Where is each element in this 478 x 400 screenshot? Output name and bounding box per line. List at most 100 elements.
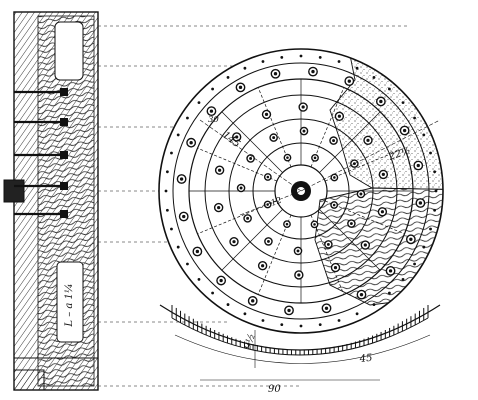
rim-rivet xyxy=(170,227,173,231)
bolt-core xyxy=(313,156,317,160)
bolt-core xyxy=(388,269,393,273)
bolt-core xyxy=(218,168,222,172)
rim-rivet xyxy=(243,66,247,70)
bolt-core xyxy=(324,306,329,310)
bolt-core xyxy=(273,72,278,76)
bolt-core xyxy=(264,112,269,117)
rim-rivet xyxy=(176,245,180,249)
bolt-core xyxy=(209,109,214,113)
bolt-core xyxy=(232,240,236,244)
bolt-core xyxy=(296,249,300,253)
rim-rivet xyxy=(413,116,416,120)
section-bolt-nut xyxy=(60,118,68,126)
bolt-core xyxy=(337,114,341,118)
rim-rivet xyxy=(355,66,359,70)
bolt-core xyxy=(379,99,383,104)
upper-block xyxy=(54,21,84,81)
bolt-core xyxy=(402,128,407,133)
gear-ring xyxy=(159,304,441,356)
rim-rivet xyxy=(197,101,201,104)
dim-face-width: 9½ xyxy=(242,332,257,351)
rim-rivet xyxy=(388,87,391,91)
sector-line xyxy=(221,209,283,271)
bolt-core xyxy=(239,186,243,190)
rim-rivet xyxy=(176,133,180,137)
bolt-core xyxy=(267,239,270,243)
rim-rivet xyxy=(355,312,359,316)
bolt-core xyxy=(380,210,384,214)
bolt-core xyxy=(349,222,353,225)
sector-line xyxy=(197,200,278,235)
bolt-core xyxy=(219,278,223,283)
section-bolt-nut xyxy=(60,88,68,96)
bolt-core xyxy=(189,141,193,145)
rim-rivet xyxy=(388,291,391,295)
rim-rivet xyxy=(165,170,169,174)
section-hub-spindle xyxy=(3,179,25,203)
rim-rivet xyxy=(197,278,201,281)
rim-rivet xyxy=(165,208,169,212)
section-mark-label: L – a 1¼ xyxy=(64,283,75,327)
bolt-core xyxy=(272,136,276,140)
section-bolts xyxy=(14,88,68,218)
bolt-core xyxy=(251,299,255,303)
rim-rivet xyxy=(413,262,416,266)
bolt-core xyxy=(418,201,423,205)
section-foot xyxy=(13,369,45,391)
bolt-core xyxy=(286,156,289,159)
rim-rivet xyxy=(337,319,341,322)
rim-rivets xyxy=(164,54,438,328)
bolt-core xyxy=(416,163,420,168)
bolt-core xyxy=(238,85,243,90)
bolt-core xyxy=(313,223,316,226)
rim-rivet xyxy=(318,55,322,59)
section-elevation: L – a 1¼ xyxy=(3,11,99,391)
rim-rivet xyxy=(429,151,432,155)
rim-rivet xyxy=(226,76,230,79)
bolt-core xyxy=(326,242,330,246)
dim-segment-length: 45 xyxy=(358,353,373,365)
sector-line xyxy=(310,87,345,168)
bolt-core xyxy=(182,214,186,219)
sector-line xyxy=(324,147,405,182)
rim-rivet xyxy=(261,319,265,322)
rim-rivet xyxy=(280,55,284,59)
rim-rivet xyxy=(226,303,230,306)
rim-rivet xyxy=(422,133,426,137)
bolt-core xyxy=(301,105,305,109)
rim-rivet xyxy=(211,87,214,91)
rim-rivet xyxy=(318,323,322,327)
bolt-core xyxy=(261,264,265,268)
rim-rivet xyxy=(164,189,168,193)
bolt-core xyxy=(217,205,221,210)
bolt-core xyxy=(311,69,315,74)
bolt-core xyxy=(333,265,338,270)
sector-line xyxy=(257,87,292,168)
bolt-core xyxy=(409,237,413,241)
bolt-core xyxy=(359,292,364,297)
bolt-core xyxy=(302,129,306,133)
rim-rivet xyxy=(299,54,303,58)
bolt-core xyxy=(297,273,301,277)
rim-rivet xyxy=(261,60,265,63)
plan-view: 145 30 12 22½ 45 9½ 90 xyxy=(158,48,444,395)
bolt-core xyxy=(333,176,336,179)
rim-rivet xyxy=(433,170,437,174)
bolt-core xyxy=(347,79,351,83)
rim-rivet xyxy=(372,303,376,306)
bolt-core xyxy=(381,172,385,177)
rim-rivet xyxy=(372,76,376,79)
rim-rivet xyxy=(401,101,405,104)
rim-rivet xyxy=(211,291,214,295)
rim-rivet xyxy=(422,245,426,249)
sector-line xyxy=(319,209,381,271)
bolt-core xyxy=(195,249,200,254)
bolt-core xyxy=(332,139,335,143)
rim-rivet xyxy=(243,312,247,316)
sector-line xyxy=(221,111,283,173)
rim-rivet xyxy=(401,278,405,281)
rim-rivet xyxy=(429,227,432,231)
section-bolt-nut xyxy=(60,210,68,218)
sector-line xyxy=(257,214,292,295)
